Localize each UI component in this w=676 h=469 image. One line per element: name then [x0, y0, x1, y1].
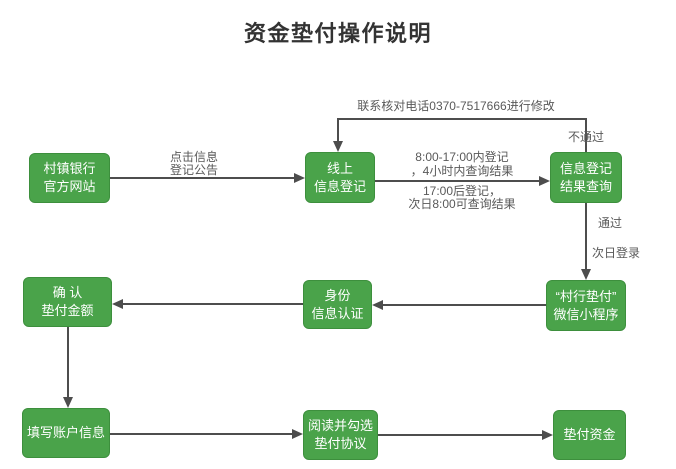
- connector-bank-to-online-line: [110, 177, 295, 179]
- node-result-query-line1: 信息登记: [559, 160, 612, 176]
- node-wechat-mini-program-line2: 微信小程序: [553, 306, 619, 322]
- arrow-right-icon: [292, 429, 303, 439]
- node-read-agreement-line2: 垫付协议: [314, 436, 367, 451]
- edge-label-contact-phone: 联系核对电话0370-7517666进行修改: [357, 99, 555, 113]
- connector-query-to-miniprogram-line: [585, 203, 587, 270]
- node-advance-funds-line1: 垫付资金: [563, 427, 616, 442]
- connector-fill-to-agreement-line: [110, 433, 292, 435]
- node-bank-website-line2: 官方网站: [43, 179, 96, 194]
- node-confirm-amount-line1: 确 认: [52, 285, 83, 300]
- arrow-down-icon: [333, 141, 343, 152]
- edge-label-fail: 不通过: [568, 130, 605, 144]
- node-read-agreement: 阅读并勾选 垫付协议: [303, 410, 378, 460]
- edge-label-reg-late-1: 17:00后登记，: [422, 184, 502, 198]
- connector-agreement-to-funds-line: [378, 434, 542, 436]
- node-online-registration-line1: 线上: [326, 160, 353, 176]
- arrow-right-icon: [539, 176, 550, 186]
- connector-confirm-to-fill-line: [67, 327, 69, 398]
- edge-label-pass: 通过: [598, 216, 623, 230]
- arrow-left-icon: [112, 299, 123, 309]
- node-read-agreement-line1: 阅读并勾选: [307, 418, 373, 433]
- node-advance-funds: 垫付资金: [553, 410, 626, 460]
- loop-top-line: [337, 118, 587, 120]
- edge-label-click-notice: 点击信息 登记公告: [170, 151, 218, 177]
- connector-online-to-query-line: [375, 180, 539, 182]
- arrow-left-icon: [372, 300, 383, 310]
- arrow-right-icon: [294, 173, 305, 183]
- node-bank-website-line1: 村镇银行: [43, 161, 96, 176]
- edge-label-next-day-login: 次日登录: [592, 246, 641, 260]
- arrow-right-icon: [542, 430, 553, 440]
- node-fill-account-info-line1: 填写账户信息: [26, 425, 105, 440]
- arrow-down-icon: [581, 269, 591, 280]
- edge-label-click-notice-line1: 点击信息: [169, 150, 219, 164]
- node-confirm-amount: 确 认 垫付金额: [23, 277, 112, 327]
- connector-miniprogram-to-identity-line: [382, 304, 546, 306]
- node-identity-auth-line1: 身份: [324, 287, 351, 303]
- loop-down-line: [337, 118, 339, 144]
- edge-label-reg-in-time-2: ，4小时内查询结果: [410, 164, 514, 178]
- node-identity-auth: 身份 信息认证: [303, 280, 372, 329]
- node-result-query: 信息登记 结果查询: [550, 152, 622, 203]
- connector-identity-to-confirm-line: [122, 303, 303, 305]
- edge-label-reg-in-time-1: 8:00-17:00内登记: [415, 150, 509, 164]
- node-identity-auth-line2: 信息认证: [311, 305, 364, 321]
- node-result-query-line2: 结果查询: [559, 178, 612, 194]
- node-confirm-amount-line2: 垫付金额: [41, 303, 94, 318]
- node-wechat-mini-program: “村行垫付” 微信小程序: [546, 280, 626, 331]
- node-bank-website: 村镇银行 官方网站: [29, 153, 110, 203]
- loop-up-line: [585, 118, 587, 152]
- edge-label-click-notice-line2: 登记公告: [169, 163, 219, 177]
- node-online-registration-line2: 信息登记: [313, 178, 366, 194]
- node-wechat-mini-program-line1: “村行垫付”: [555, 288, 617, 304]
- arrow-down-icon: [63, 397, 73, 408]
- node-fill-account-info: 填写账户信息: [22, 408, 110, 458]
- edge-label-reg-late-2: 次日8:00可查询结果: [408, 197, 516, 211]
- page-title: 资金垫付操作说明: [243, 21, 432, 46]
- node-online-registration: 线上 信息登记: [305, 152, 375, 203]
